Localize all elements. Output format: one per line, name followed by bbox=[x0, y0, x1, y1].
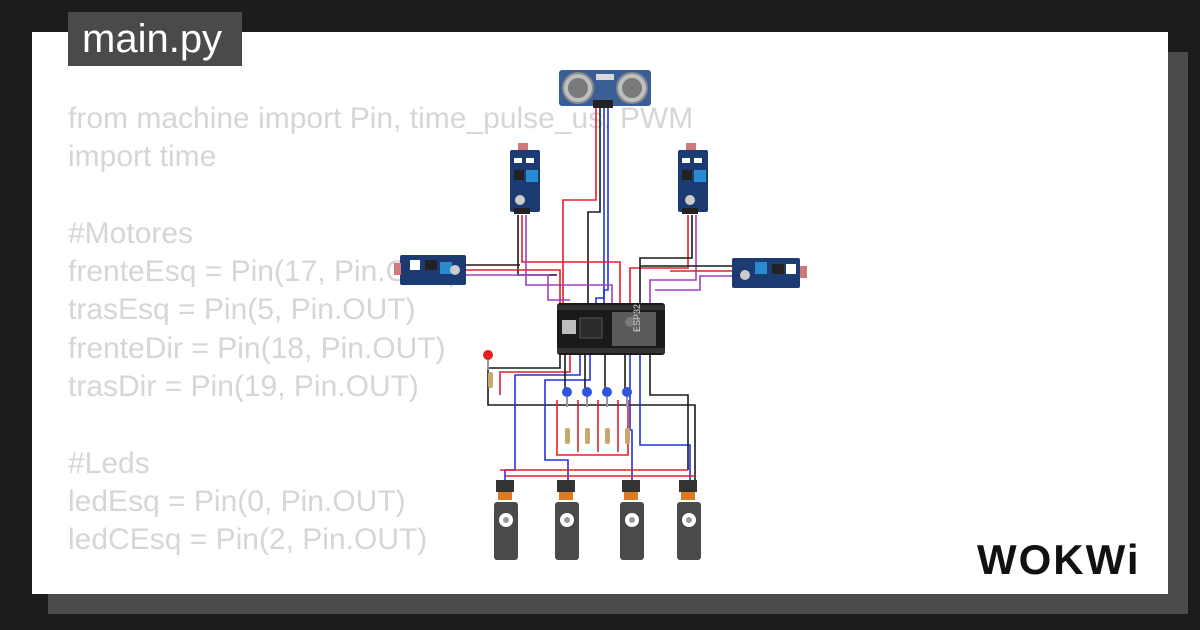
wire-red bbox=[556, 400, 629, 456]
servo-motor-icon bbox=[677, 480, 701, 560]
code-line: ledEsq = Pin(0, Pin.OUT) bbox=[68, 484, 406, 518]
wire-purple bbox=[525, 215, 613, 305]
wire-black bbox=[639, 215, 693, 305]
ir-sensor-icon bbox=[678, 143, 708, 214]
wires bbox=[466, 108, 732, 480]
wire-red bbox=[629, 215, 689, 305]
code-listing: from machine import Pin, time_pulse_us, … bbox=[68, 100, 693, 560]
board-label: ESP32 bbox=[632, 304, 642, 332]
resistor-icon bbox=[488, 372, 493, 388]
wire-red bbox=[562, 108, 597, 305]
servo-motor-icon bbox=[494, 480, 518, 560]
servo-motor-icon bbox=[620, 480, 644, 560]
wire-black bbox=[517, 215, 557, 276]
led-icon bbox=[562, 387, 572, 407]
led-icon bbox=[602, 387, 612, 407]
wire-red bbox=[466, 269, 561, 305]
wire-red bbox=[521, 215, 621, 305]
resistor-icon bbox=[565, 428, 570, 444]
wire-blue bbox=[595, 108, 605, 305]
code-line: import time bbox=[68, 140, 217, 174]
file-tab[interactable]: main.py bbox=[68, 12, 242, 66]
led-icon bbox=[483, 350, 493, 370]
ir-sensor-icon bbox=[732, 258, 807, 288]
wire-blue bbox=[639, 355, 691, 480]
wire-black bbox=[487, 355, 696, 480]
wire-blue bbox=[629, 355, 633, 480]
code-line: #Leds bbox=[68, 446, 150, 480]
wire-black bbox=[564, 355, 626, 390]
ir-sensor-icon bbox=[510, 143, 540, 214]
esp32-board-icon: ESP32 bbox=[557, 303, 665, 355]
servo-motor-icon bbox=[555, 480, 579, 560]
file-tab-label: main.py bbox=[82, 17, 223, 61]
wire-purple bbox=[466, 274, 570, 301]
led-icon bbox=[622, 387, 632, 407]
wire-black bbox=[587, 108, 601, 305]
resistor-icon bbox=[585, 428, 590, 444]
code-line: trasEsq = Pin(5, Pin.OUT) bbox=[68, 293, 416, 327]
wire-black bbox=[649, 355, 689, 470]
logo-text: WOKWi bbox=[977, 536, 1141, 582]
led-icon bbox=[582, 387, 592, 407]
ir-sensor-icon bbox=[394, 255, 466, 285]
wire-blue bbox=[544, 355, 591, 480]
code-line: from machine import Pin, time_pulse_us, … bbox=[68, 102, 694, 135]
wire-blue bbox=[603, 108, 609, 305]
resistor-icon bbox=[625, 428, 630, 444]
wire-red bbox=[499, 355, 571, 395]
ultrasonic-sensor-icon bbox=[559, 70, 651, 108]
wokwi-logo: WOKWi bbox=[977, 536, 1141, 582]
wire-red bbox=[577, 400, 619, 452]
resistor-icon bbox=[605, 428, 610, 444]
code-line: frenteDir = Pin(18, Pin.OUT) bbox=[68, 331, 446, 365]
wire-blue bbox=[504, 355, 581, 480]
code-line: trasDir = Pin(19, Pin.OUT) bbox=[68, 370, 419, 404]
wire-purple bbox=[649, 215, 697, 305]
code-line: #Motores bbox=[68, 216, 194, 250]
circuit-diagram: ESP32 bbox=[394, 70, 807, 560]
code-line: ledCEsq = Pin(2, Pin.OUT) bbox=[68, 523, 428, 557]
wire-purple bbox=[655, 275, 732, 291]
